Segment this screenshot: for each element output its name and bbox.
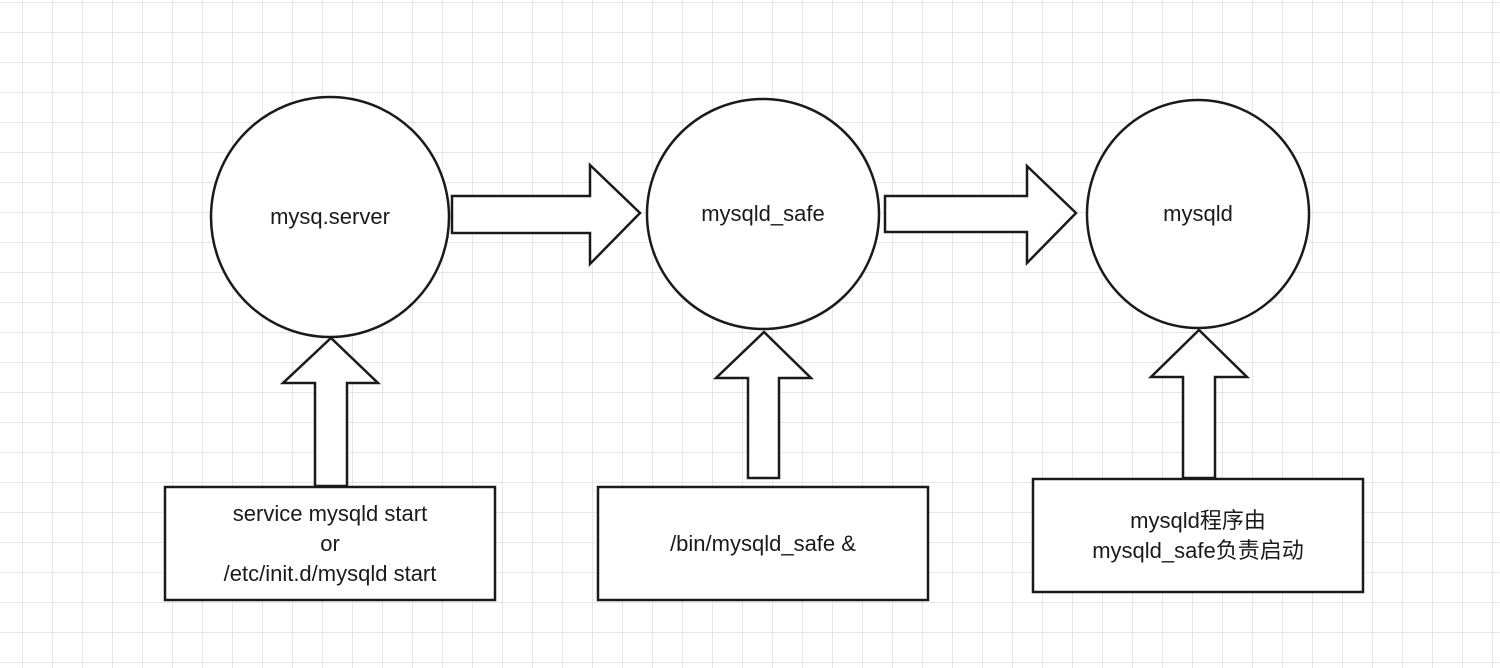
box-line-mysqld-program: mysqld程序由 <box>1130 507 1266 533</box>
node-mysqld-circle <box>1085 98 1311 330</box>
node-label-mysqld-safe: mysqld_safe <box>701 201 825 226</box>
arrow-safe-to-mysqld <box>883 163 1078 267</box>
box-label-mysqld-note: mysqld程序由 mysqld_safe负责启动 <box>1033 479 1363 592</box>
box-line-service-start: service mysqld start <box>232 500 428 526</box>
arrow-box-to-server <box>279 336 382 488</box>
box-line-safe-responsible: mysqld_safe负责启动 <box>1092 537 1304 563</box>
box-line-init-start: /etc/init.d/mysqld start <box>223 560 437 586</box>
box-safe-command <box>596 485 930 602</box>
box-server-command <box>163 485 497 602</box>
node-mysqld-safe-circle <box>645 97 881 331</box>
node-label-mysqld: mysqld <box>1163 201 1233 226</box>
node-label-mysql-server: mysq.server <box>270 204 390 229</box>
box-line-bin-safe: /bin/mysqld_safe & <box>670 530 856 556</box>
node-mysql-server-circle <box>209 95 451 339</box>
arrow-server-to-safe <box>450 162 642 268</box>
box-label-server-command: service mysqld start or /etc/init.d/mysq… <box>165 487 495 600</box>
box-label-safe-command: /bin/mysqld_safe & <box>598 487 928 600</box>
box-mysqld-note <box>1031 477 1365 594</box>
box-line-or: or <box>320 530 340 556</box>
arrow-box-to-safe <box>712 330 815 480</box>
arrow-box-to-mysqld <box>1147 328 1251 480</box>
